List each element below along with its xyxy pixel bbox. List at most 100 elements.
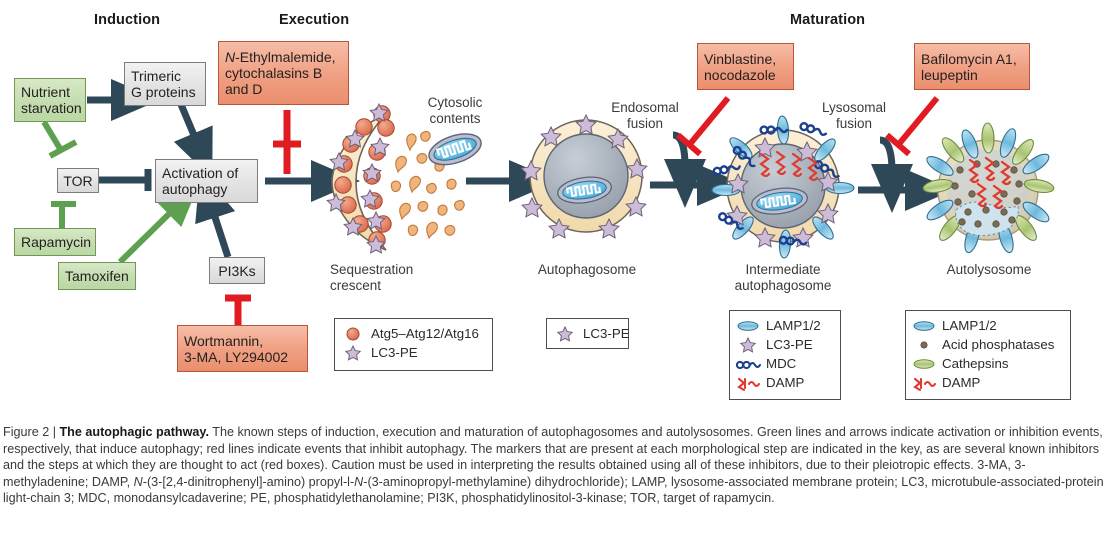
inhibitor-vinblastine-line1: Vinblastine, — [704, 50, 777, 67]
node-activation-of-autophagy[interactable]: Activation of autophagy — [155, 159, 258, 203]
acid-phosphatase-dot-icon — [913, 339, 935, 351]
stage-title-induction: Induction — [94, 12, 161, 28]
label-endosomal-fusion: Endosomal fusion — [598, 100, 692, 132]
label-cytosolic-line2: contents — [429, 111, 481, 126]
key-label: LC3-PE — [583, 326, 630, 341]
key-item: LAMP1/2 — [737, 316, 831, 335]
lc3-star-icon — [554, 325, 576, 342]
lamp-icon — [737, 320, 759, 332]
key-autolysosome: LAMP1/2 Acid phosphatases Cathepsins DAM… — [905, 310, 1071, 400]
caption-body-2: -(3-[2,4-dinitrophenyl]-amino) propyl-l- — [142, 474, 355, 489]
figure-caption: Figure 2 | The autophagic pathway. The k… — [3, 424, 1106, 507]
node-trimeric-g-proteins[interactable]: Trimeric G proteins — [124, 62, 206, 106]
mitochondrion-autophagosome — [557, 176, 612, 204]
caption-title: The autophagic pathway. — [59, 425, 209, 439]
label-endosomal-line1: Endosomal — [611, 100, 679, 115]
label-autolysosome: Autolysosome — [946, 262, 1032, 277]
stage-title-maturation: Maturation — [790, 12, 866, 28]
key-item: LC3-PE — [554, 324, 630, 343]
node-nutrient-starvation[interactable]: Nutrient starvation — [14, 78, 86, 122]
caption-italic-n-1: N — [133, 474, 143, 489]
inhibitor-bafilomycin-line2: leupeptin — [921, 66, 978, 83]
key-autophagosome: LC3-PE — [546, 318, 630, 349]
label-sequestration-crescent: Sequestration crescent — [330, 262, 450, 294]
key-item: LC3-PE — [737, 335, 831, 354]
key-label: LC3-PE — [371, 345, 418, 360]
key-item: Acid phosphatases — [913, 335, 1061, 354]
key-item: DAMP — [913, 373, 1061, 392]
key-intermediate-autophagosome: LAMP1/2 LC3-PE MDC DAMP — [729, 310, 841, 400]
label-sequestration-line1: Sequestration — [330, 262, 414, 277]
atg-sphere-icon — [342, 327, 364, 341]
inhibitor-vinblastine-line2: nocodazole — [704, 66, 776, 83]
node-tor[interactable]: TOR — [57, 168, 99, 193]
caption-figure-number: Figure 2 | — [3, 425, 60, 439]
label-intermediate-line1: Intermediate — [745, 262, 821, 277]
key-label: DAMP — [942, 375, 981, 390]
key-label: Acid phosphatases — [942, 337, 1055, 352]
damp-icon — [913, 376, 937, 391]
node-trimeric-g-line1: Trimeric — [131, 68, 182, 84]
caption-body-1: The known steps of induction, execution … — [3, 425, 1103, 489]
label-cytosolic-line1: Cytosolic — [427, 95, 483, 110]
inhibitor-nem-italic-n: N — [225, 49, 236, 65]
lamp-icon — [913, 320, 935, 332]
inhibitor-nem-line1-rest: -Ethylmalemide, — [235, 49, 336, 65]
mdc-icon — [735, 357, 762, 371]
inhibitor-wortmannin[interactable]: Wortmannin, 3-MA, LY294002 — [177, 325, 308, 372]
cathepsin-icon — [913, 358, 935, 370]
node-rapamycin[interactable]: Rapamycin — [14, 228, 96, 256]
inhibitor-n-ethylmalemide[interactable]: N-Ethylmalemide, cytochalasins B and D — [218, 41, 349, 105]
sequestration-crescent-graphic — [326, 102, 482, 254]
lc3-star-icon — [342, 344, 364, 361]
node-tamoxifen[interactable]: Tamoxifen — [58, 262, 136, 290]
caption-body-3: -(3-aminopropyl-methylamine) dihydrochlo… — [3, 474, 1104, 506]
inhibitor-nem-line3: and D — [225, 81, 263, 97]
key-label: MDC — [766, 356, 797, 371]
label-endosomal-line2: fusion — [626, 116, 664, 131]
key-item: LAMP1/2 — [913, 316, 1061, 335]
label-intermediate-autophagosome: Intermediate autophagosome — [715, 262, 851, 294]
damp-icon — [737, 376, 761, 391]
key-item: MDC — [735, 354, 831, 373]
node-trimeric-g-line2: G proteins — [131, 84, 196, 100]
key-label: LAMP1/2 — [766, 318, 821, 333]
label-sequestration-line2: crescent — [330, 278, 382, 293]
key-sequestration-crescent: Atg5–Atg12/Atg16 LC3-PE — [334, 318, 493, 371]
key-item: LC3-PE — [342, 343, 483, 362]
inhibitor-wortmannin-line2: 3-MA, LY294002 — [184, 348, 289, 365]
node-pi3ks-label: PI3Ks — [218, 262, 256, 279]
caption-italic-n-2: N — [354, 474, 364, 489]
label-cytosolic-contents: Cytosolic contents — [400, 95, 510, 127]
node-activation-line2: autophagy — [162, 181, 228, 197]
mitochondrion-crescent — [428, 133, 482, 166]
autophagosome-graphic — [520, 113, 648, 239]
node-pi3ks[interactable]: PI3Ks — [209, 257, 265, 284]
key-label: DAMP — [766, 375, 805, 390]
inhibitor-nem-line1: N-Ethylmalemide, — [225, 49, 336, 65]
key-item: Cathepsins — [913, 354, 1061, 373]
key-item: DAMP — [737, 373, 831, 392]
key-label: LAMP1/2 — [942, 318, 997, 333]
key-label: Cathepsins — [942, 356, 1009, 371]
key-label: LC3-PE — [766, 337, 813, 352]
label-lysosomal-fusion: Lysosomal fusion — [808, 100, 900, 132]
key-item: Atg5–Atg12/Atg16 — [342, 324, 483, 343]
inhibitor-vinblastine[interactable]: Vinblastine, nocodazole — [697, 43, 794, 90]
label-lysosomal-line2: fusion — [835, 116, 873, 131]
key-label: Atg5–Atg12/Atg16 — [371, 326, 479, 341]
node-tamoxifen-label: Tamoxifen — [65, 268, 129, 284]
node-tor-label: TOR — [63, 172, 93, 189]
pathway-connectors — [41, 79, 954, 325]
stage-title-execution: Execution — [279, 12, 350, 28]
node-nutrient-starvation-line1: Nutrient — [21, 84, 71, 100]
label-lysosomal-line1: Lysosomal — [821, 100, 887, 115]
label-intermediate-line2: autophagosome — [734, 278, 832, 293]
label-autophagosome: Autophagosome — [537, 262, 637, 277]
inhibitor-wortmannin-line1: Wortmannin, — [184, 332, 264, 349]
node-nutrient-starvation-line2: starvation — [21, 100, 82, 116]
inhibitor-nem-line2: cytochalasins B — [225, 65, 323, 81]
inhibitor-bafilomycin[interactable]: Bafilomycin A1, leupeptin — [914, 43, 1030, 90]
lc3-star-icon — [737, 336, 759, 353]
